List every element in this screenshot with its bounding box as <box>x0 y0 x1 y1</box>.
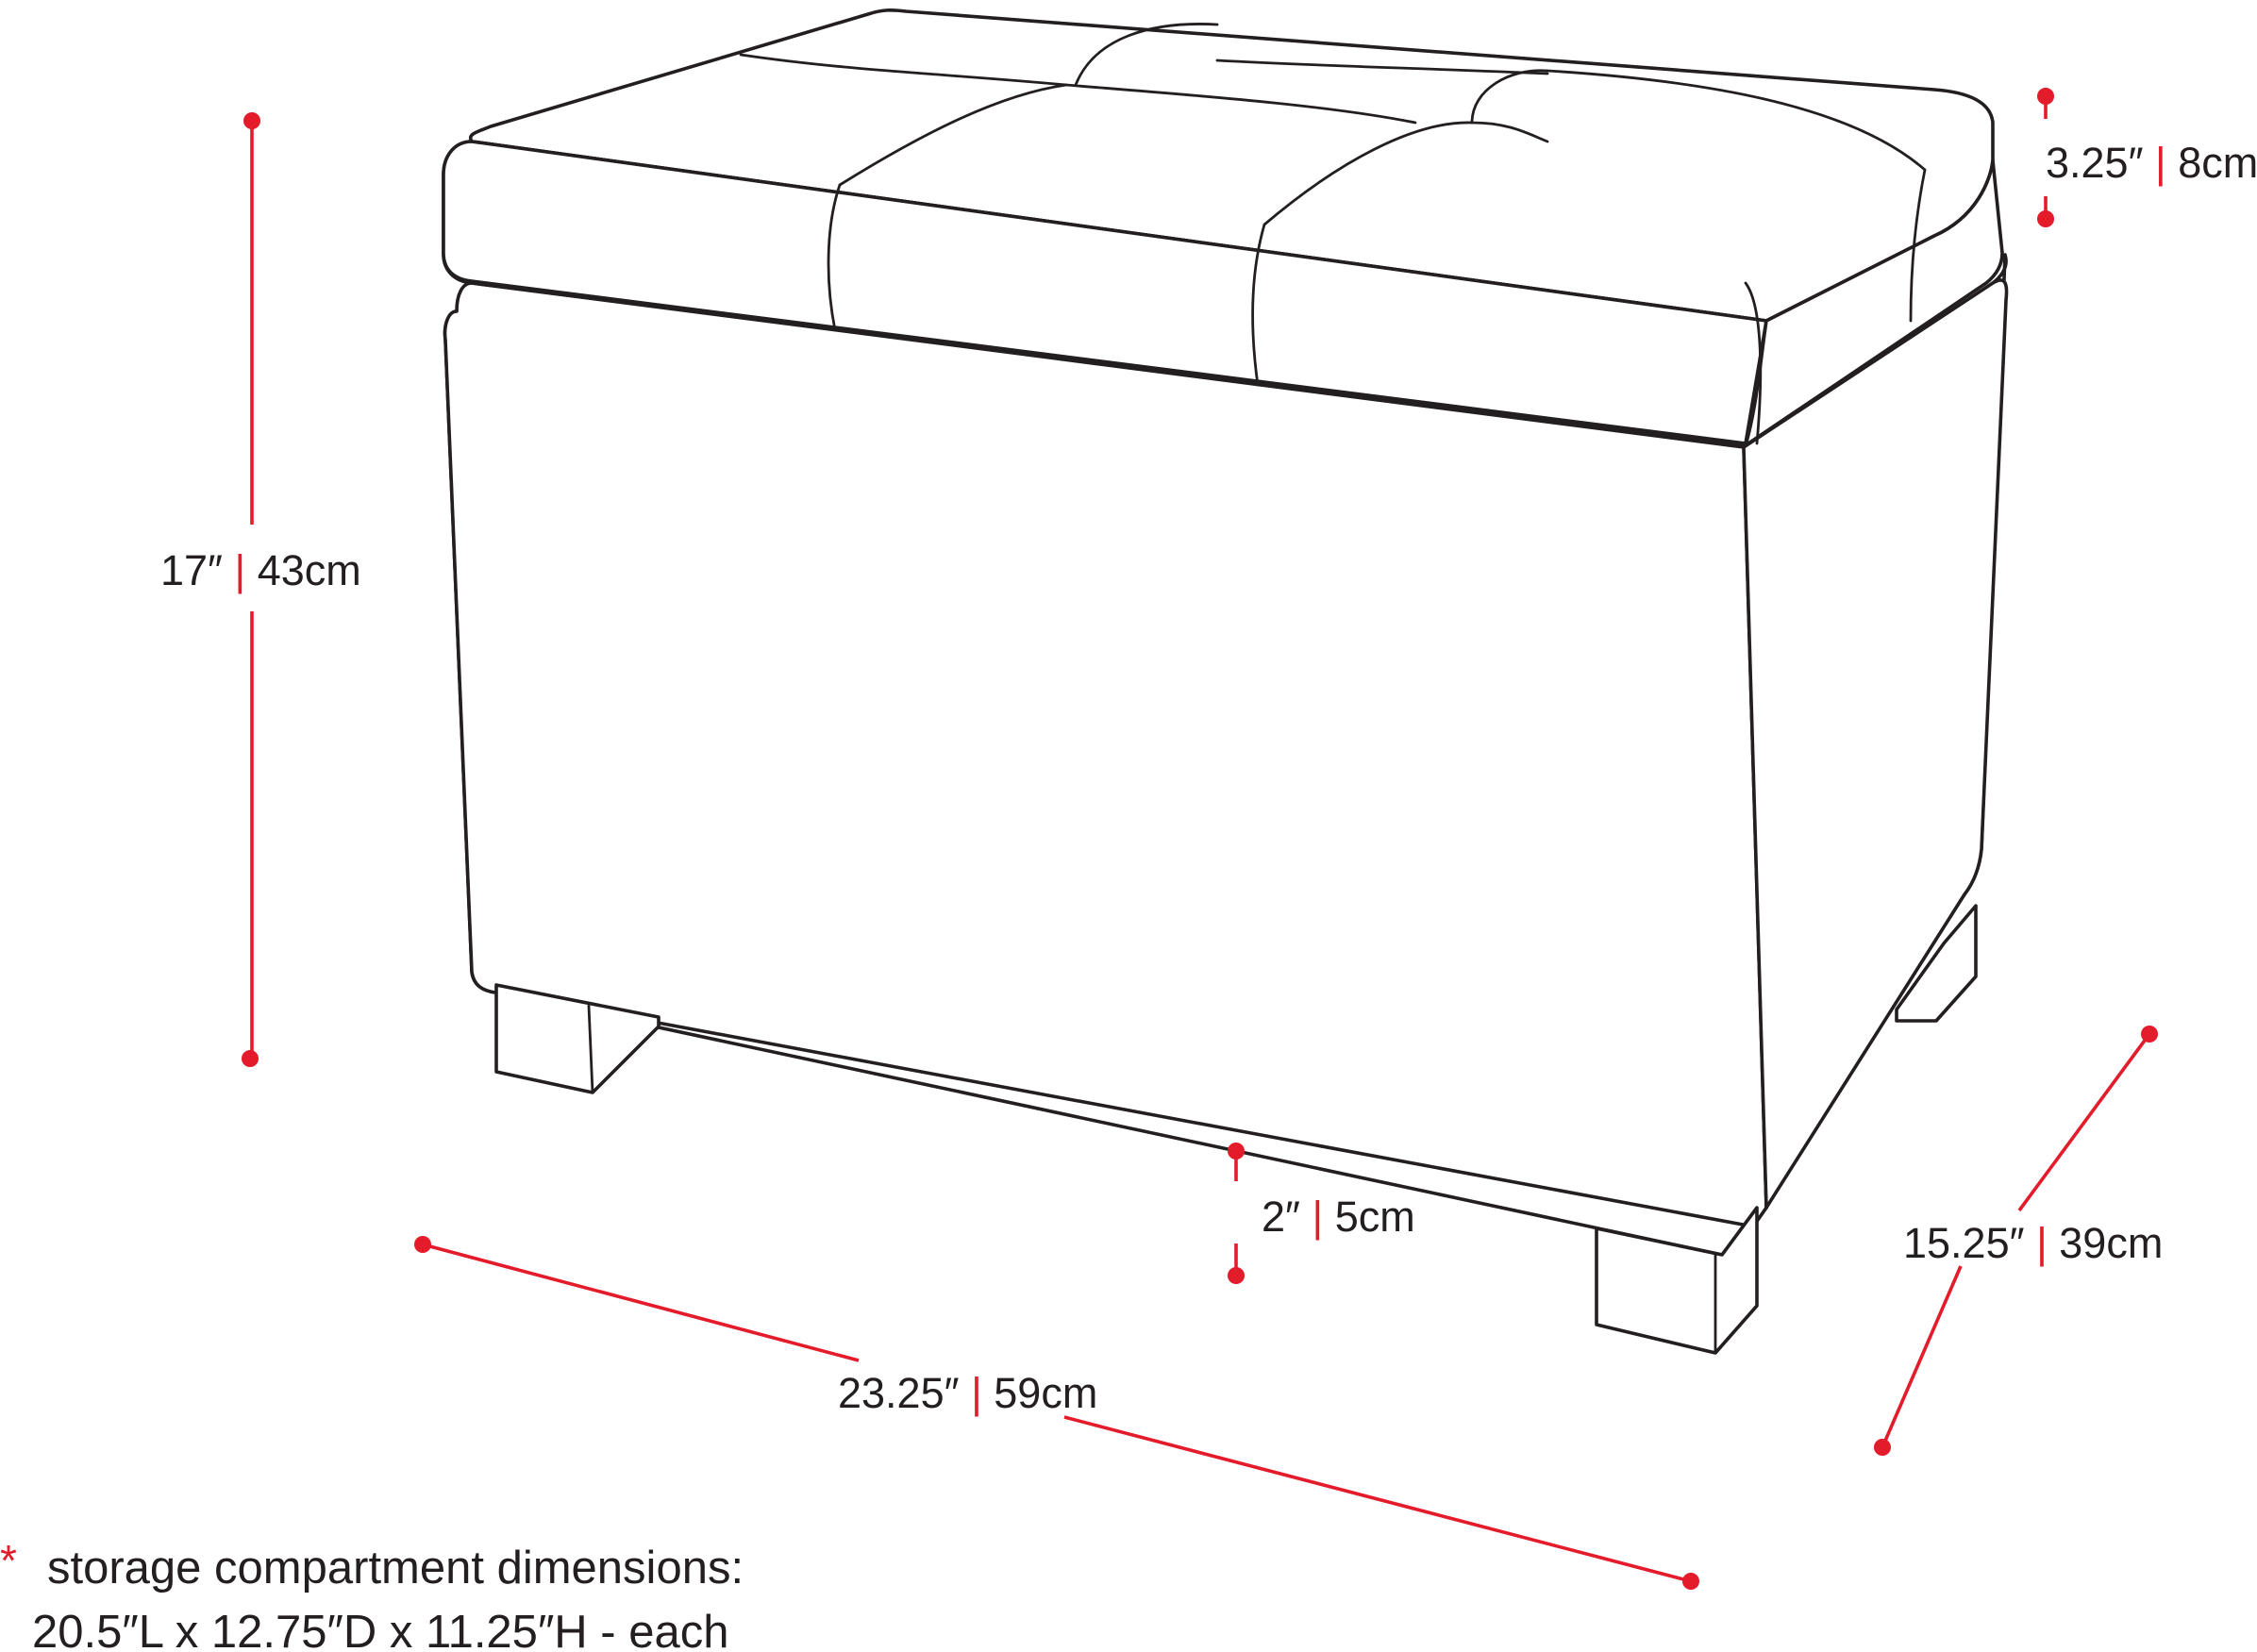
depth-dimension: 15.25″ | 39cm <box>1874 1026 2163 1456</box>
storage-footnote: * storage compartment dimensions: 20.5″L… <box>0 1536 744 1652</box>
depth-metric: 39cm <box>2059 1219 2163 1267</box>
height-imperial: 17″ <box>160 546 223 594</box>
width-dimension-line-right <box>1063 1415 1692 1583</box>
lid-tuft-left <box>838 83 1068 187</box>
footnote-line-2: 20.5″L x 12.75″D x 11.25″H - each <box>32 1607 728 1652</box>
width-label: 23.25″ | 59cm <box>838 1369 1097 1417</box>
depth-imperial: 15.25″ <box>1903 1219 2025 1267</box>
depth-dimension-line-bottom <box>1881 1265 1963 1448</box>
width-separator: | <box>971 1369 982 1417</box>
lid-label: 3.25″ | 8cm <box>2046 139 2257 187</box>
lid-seam-back-left <box>739 53 1068 87</box>
width-metric: 59cm <box>994 1369 1097 1417</box>
lid-dimension-bottom-dot <box>2037 210 2054 227</box>
depth-dimension-top-dot <box>2141 1026 2158 1043</box>
lid-seam-center-mid <box>1064 83 1417 125</box>
lid-front-panel <box>442 140 1768 445</box>
lid-front-seam-right <box>1251 223 1266 387</box>
leg-dimension-bottom-dot <box>1228 1267 1245 1284</box>
width-dimension-left-dot <box>414 1236 431 1253</box>
lid-separator: | <box>2155 139 2166 187</box>
depth-dimension-bottom-dot <box>1874 1439 1891 1456</box>
leg-label: 2″ | 5cm <box>1262 1193 1415 1241</box>
lid-side-face <box>1744 159 2004 447</box>
storage-ottoman-illustration <box>442 8 2009 1355</box>
width-dimension: 23.25″ | 59cm <box>414 1236 1699 1590</box>
leg-dimension-top-dot <box>1228 1143 1245 1160</box>
front-right-leg <box>1595 1206 1759 1355</box>
depth-separator: | <box>2036 1219 2048 1267</box>
lid-side-seam <box>1909 168 1927 323</box>
lid-dimension: 3.25″ | 8cm <box>2037 88 2257 227</box>
height-metric: 43cm <box>258 546 361 594</box>
leg-dimension: 2″ | 5cm <box>1228 1143 1415 1284</box>
footnote-marker: * <box>0 1536 17 1585</box>
footnote-line-1: storage compartment dimensions: <box>47 1543 744 1594</box>
height-dimension-bottom-dot <box>242 1050 259 1067</box>
depth-dimension-line-top <box>2017 1032 2151 1212</box>
box-front-face <box>443 281 1768 1228</box>
lid-front-seam-left <box>827 183 842 332</box>
height-dimension-top-dot <box>243 112 260 129</box>
leg-separator: | <box>1312 1193 1323 1241</box>
height-dimension: 17″ | 43cm <box>160 112 361 1067</box>
width-dimension-line-left <box>422 1243 860 1362</box>
depth-label: 15.25″ | 39cm <box>1903 1219 2163 1267</box>
lid-tuft-right-top <box>1470 69 1549 125</box>
front-left-leg-edge <box>587 1004 594 1094</box>
lid-tuft-center-top <box>1074 23 1219 87</box>
width-imperial: 23.25″ <box>838 1369 960 1417</box>
height-separator: | <box>235 546 246 594</box>
lid-imperial: 3.25″ <box>2046 139 2144 187</box>
lid-seam-right-top <box>1546 69 1927 172</box>
leg-metric: 5cm <box>1335 1193 1415 1241</box>
height-label: 17″ | 43cm <box>160 546 361 594</box>
leg-imperial: 2″ <box>1262 1193 1300 1241</box>
back-right-leg <box>1895 904 1978 1023</box>
lid-seam-back-right <box>1215 58 1549 75</box>
lid-metric: 8cm <box>2178 139 2257 187</box>
box-side-face <box>1742 278 2009 1210</box>
front-left-leg <box>494 983 660 1094</box>
lid-tuft-right <box>1262 121 1549 226</box>
lid-dimension-top-dot <box>2037 88 2054 105</box>
lid-front-curve-right <box>1744 281 1763 445</box>
width-dimension-right-dot <box>1682 1573 1699 1590</box>
